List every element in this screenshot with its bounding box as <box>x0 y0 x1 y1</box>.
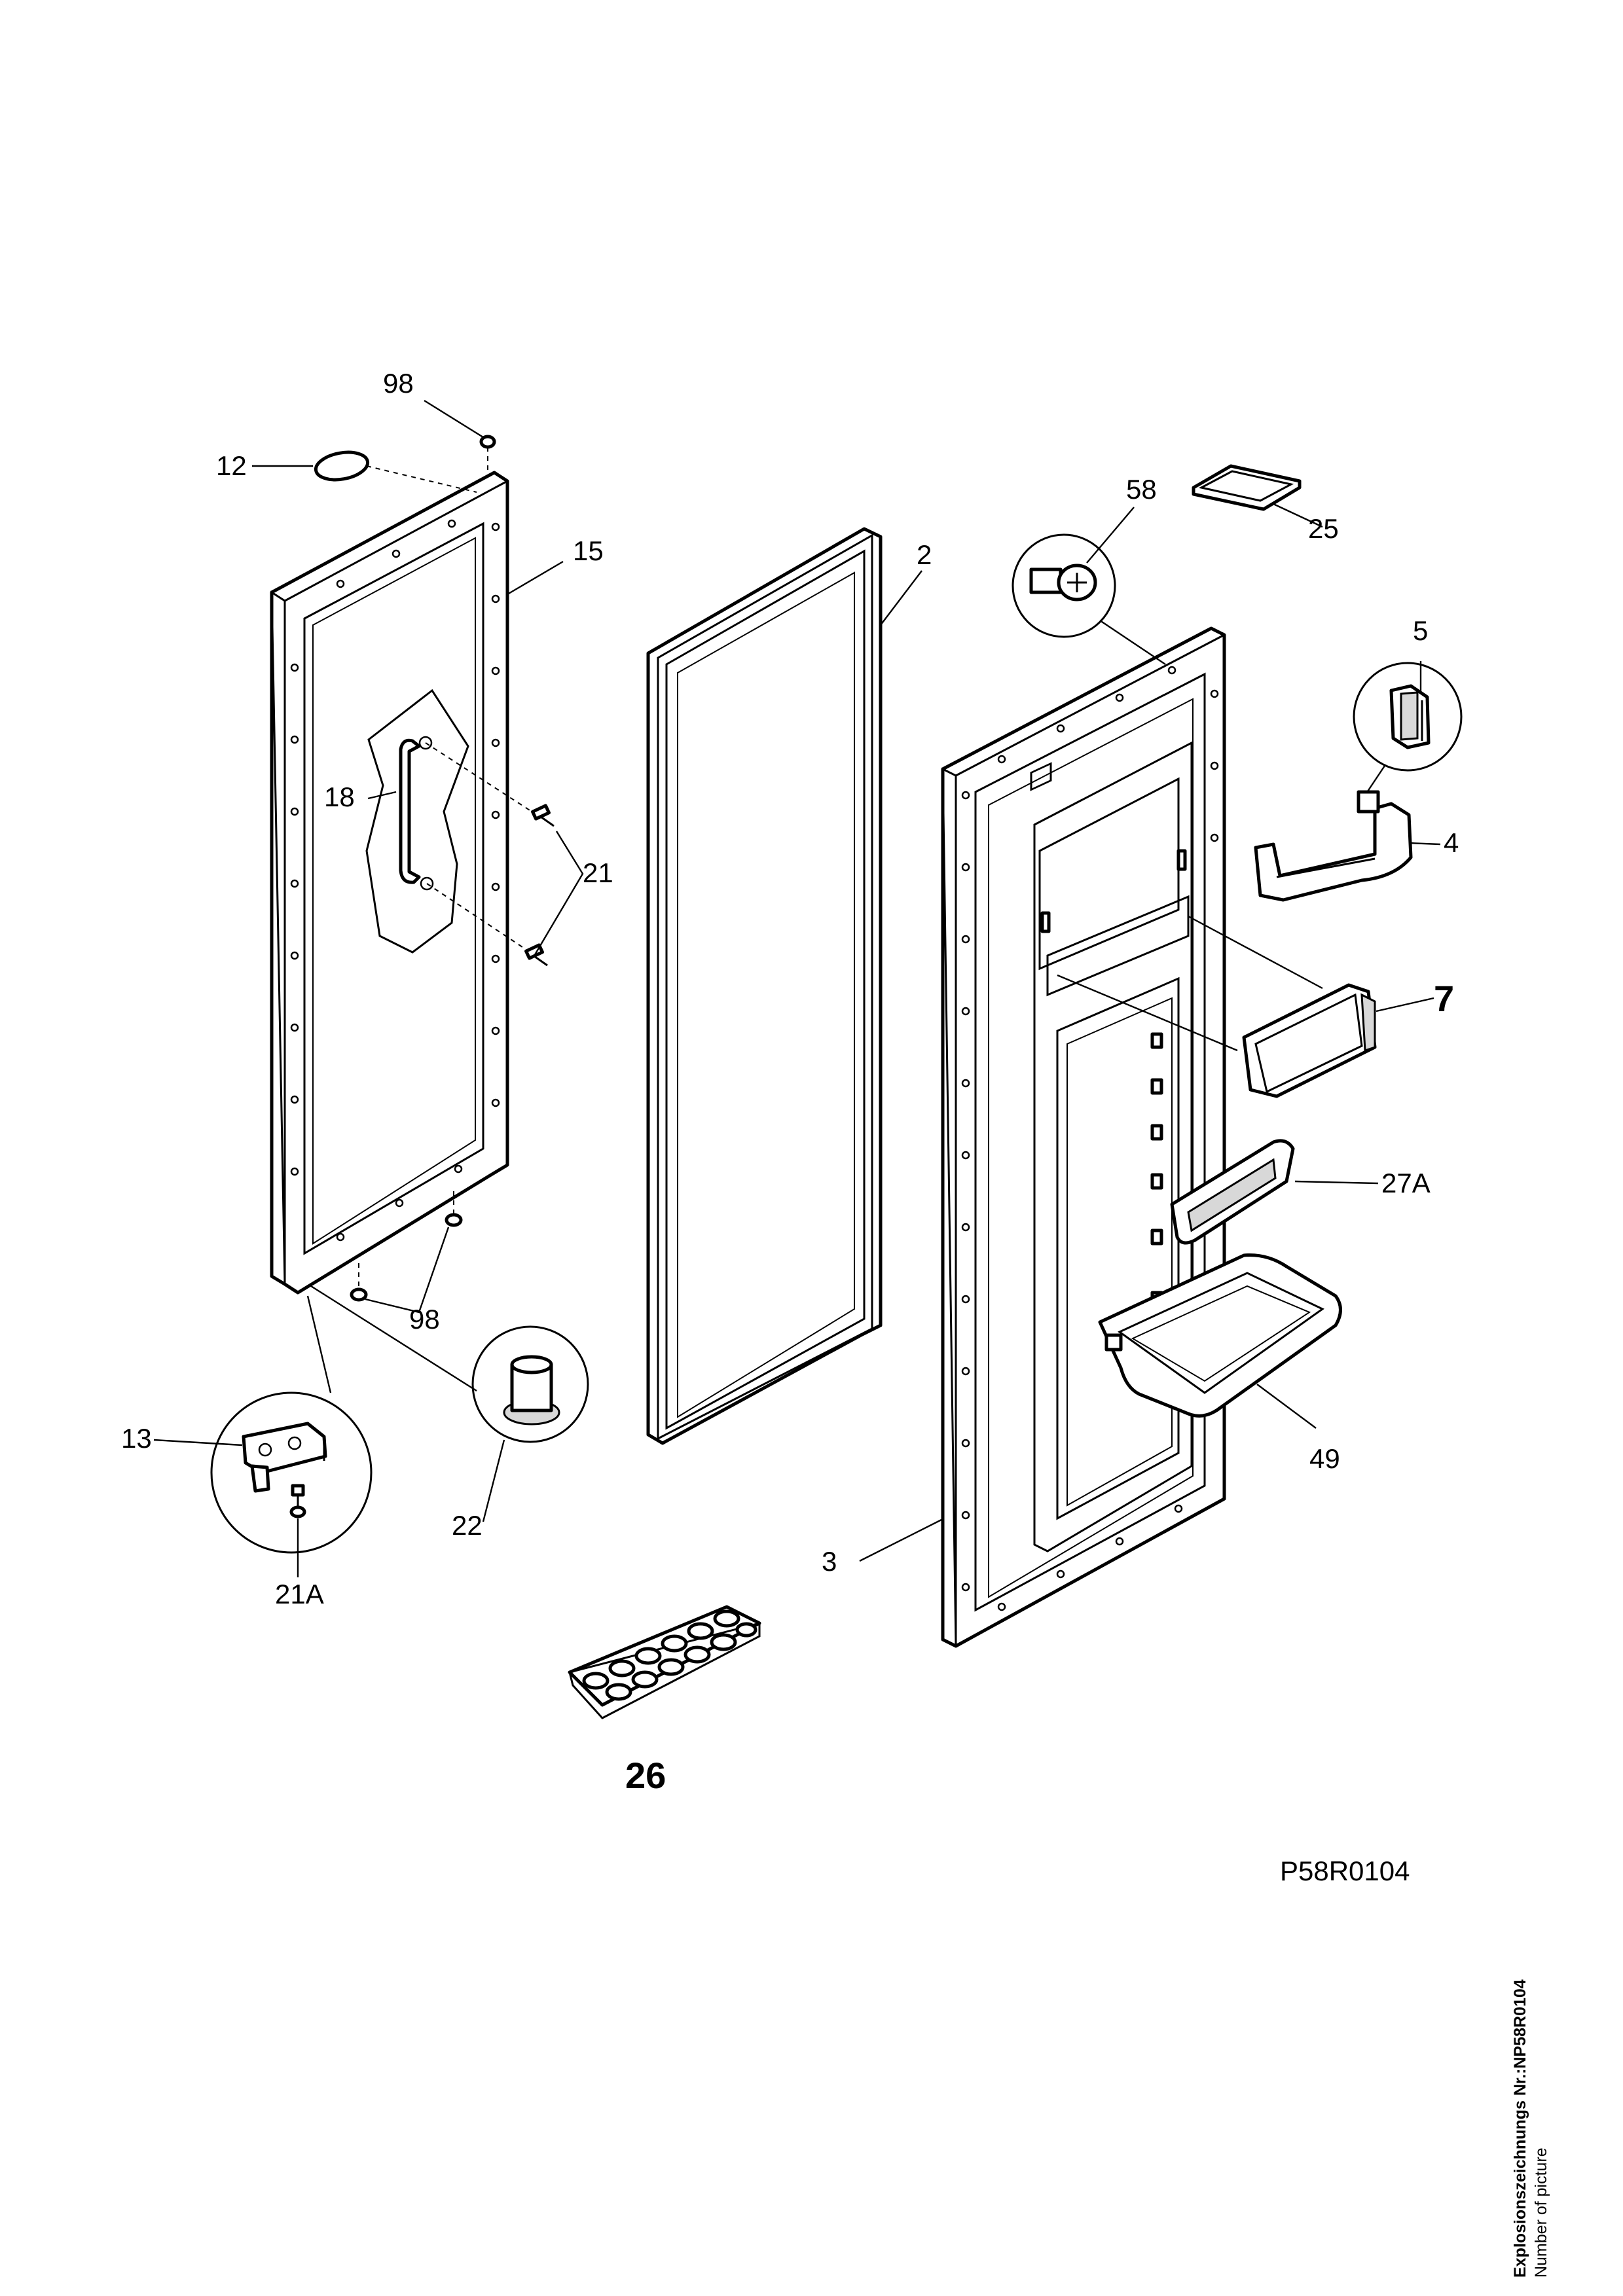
drawing-code: P58R0104 <box>1280 1856 1410 1886</box>
cap-part-12 <box>252 450 477 493</box>
screw-part-21a <box>289 1484 306 1577</box>
screw-detail-part-58 <box>1012 507 1166 665</box>
callout-98-top: 98 <box>383 368 414 399</box>
bracket-part-4 <box>1254 790 1441 902</box>
plug-top-part-98 <box>424 399 496 470</box>
bushing-part-22 <box>310 1285 589 1522</box>
bottle-bin-part-49 <box>1098 1253 1342 1429</box>
callout-27a: 27A <box>1381 1168 1431 1198</box>
inner-liner-part-3 <box>859 626 1226 1648</box>
dairy-cover-part-27a <box>1170 1139 1379 1245</box>
egg-cups <box>582 1609 757 1701</box>
leader-21 <box>532 831 584 958</box>
door-shelf-part-7 <box>1057 915 1434 1098</box>
leader-18 <box>367 791 397 800</box>
shelf-clip-row <box>1150 1032 1163 1308</box>
side-note-title: Explosionszeichnungs Nr.:NP58R0104 <box>1511 1979 1529 2278</box>
callout-58: 58 <box>1126 474 1157 505</box>
screw-part-21 <box>425 742 555 967</box>
callout-7: 7 <box>1434 978 1454 1019</box>
leader-15 <box>507 560 564 596</box>
callout-18: 18 <box>324 781 355 812</box>
callout-98-bottom: 98 <box>409 1304 440 1335</box>
egg-tray-part-26 <box>568 1605 761 1719</box>
gasket-part-2 <box>646 527 922 1445</box>
callout-22: 22 <box>452 1510 483 1541</box>
outer-door-screw-holes <box>290 519 500 1242</box>
callout-26: 26 <box>625 1755 666 1796</box>
hinge-detail-part-13 <box>153 1295 373 1554</box>
callout-12: 12 <box>216 450 247 481</box>
clip-detail-part-5 <box>1353 661 1463 796</box>
callout-21a: 21A <box>275 1579 324 1609</box>
callout-13: 13 <box>121 1423 152 1454</box>
side-note-subtitle: Number of picture <box>1532 2147 1550 2278</box>
callout-25: 25 <box>1308 513 1339 544</box>
callout-49: 49 <box>1309 1443 1340 1474</box>
callout-4: 4 <box>1444 827 1459 858</box>
callout-15: 15 <box>573 535 604 566</box>
callout-2: 2 <box>917 539 932 570</box>
small-tray-part-25 <box>1192 464 1323 528</box>
callout-21: 21 <box>583 857 613 888</box>
outer-door-panel-part-15 <box>270 471 509 1295</box>
inner-liner-screw-holes <box>961 666 1219 1611</box>
side-note: Explosionszeichnungs Nr.:NP58R0104 Numbe… <box>1511 1979 1550 2278</box>
plug-bottom-part-98 <box>350 1191 463 1314</box>
callout-5: 5 <box>1413 615 1428 646</box>
callout-3: 3 <box>822 1546 837 1577</box>
handle-part-18 <box>365 689 469 954</box>
